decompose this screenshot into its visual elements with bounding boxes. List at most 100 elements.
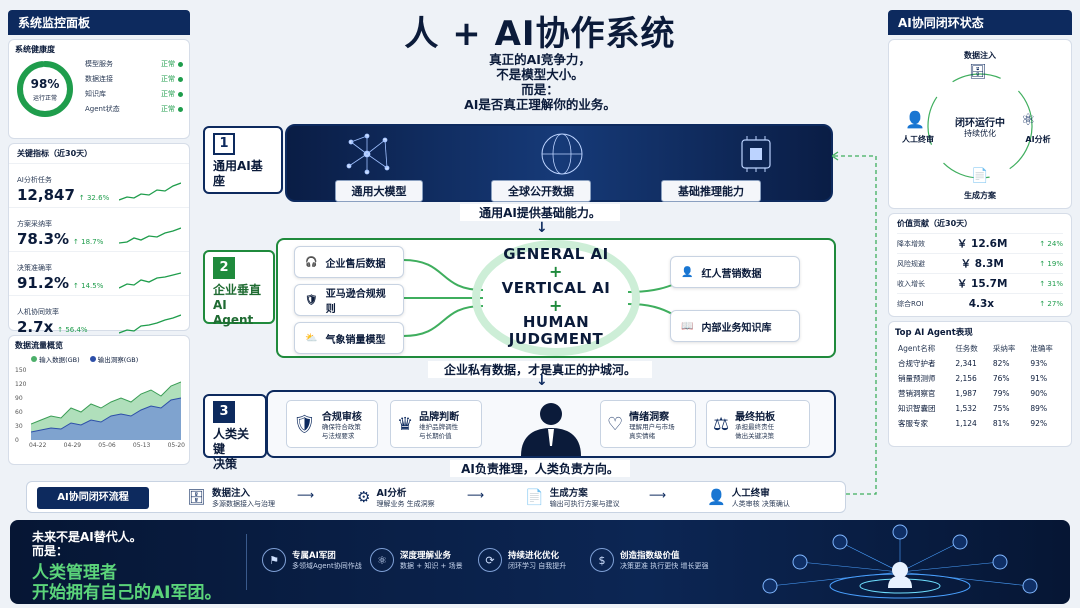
value-row: 风险规避￥ 8.3M↑ 19% — [897, 253, 1063, 273]
database-icon: 🗄 — [969, 64, 987, 80]
team-icon: ⚑ — [262, 548, 286, 572]
page-title: 人 + AI协作系统 — [404, 14, 676, 54]
health-gauge: 98% 运行正常 — [15, 59, 75, 119]
arrow-right-icon: ⟶ — [297, 488, 315, 502]
vertical-ai-panel: 🎧企业售后数据 🛡亚马逊合规规则 ⛅气象销量模型 👤红人营销数据 📖内部业务知识… — [276, 238, 836, 358]
health-card: 系统健康度 98% 运行正常 模型服务正常 数据连接正常 知识库正常 Agent… — [8, 39, 190, 139]
arrow-down-icon: ↓ — [536, 373, 548, 389]
value-icon: $ — [590, 548, 614, 572]
person-star-icon: 👤 — [681, 266, 694, 278]
footer-line: 未来不是AI替代人。 — [32, 530, 142, 544]
level-label: 决策 — [213, 457, 238, 471]
level-1-box: 1 通用AI基座 — [203, 126, 283, 194]
ai-formula: GENERAL AI + VERTICAL AI + HUMAN JUDGMEN… — [478, 246, 634, 348]
feedback-loop-line — [832, 151, 877, 495]
heart-pulse-icon: ♡ — [607, 413, 624, 435]
chip-reasoning: 基础推理能力 — [661, 180, 761, 202]
network-icon — [346, 133, 771, 175]
arrow-right-icon: ⟶ — [467, 488, 485, 502]
decision-maker-icon — [521, 403, 581, 456]
flow-step-4: 👤 人工终审人类审核 决策确认 — [707, 488, 790, 508]
health-title: 系统健康度 — [15, 45, 55, 54]
flow-step-1: 🗄 数据注入多源数据接入与治理 — [187, 488, 276, 508]
level-label: 人类关键 — [213, 427, 250, 456]
flow-step-3: 📄 生成方案输出可执行方案与建议 — [525, 488, 620, 508]
health-status: 运行正常 — [32, 95, 57, 102]
formula-plus: + — [549, 262, 563, 281]
ai-network-icon — [762, 524, 1038, 599]
loop-center-title: 闭环运行中 — [955, 118, 1005, 129]
refresh-icon: ⟳ — [478, 548, 502, 572]
card-final-decision[interactable]: ⚖ 最终拍板承担最终责任做出关键决策 — [706, 400, 810, 448]
health-items: 模型服务正常 数据连接正常 知识库正常 Agent状态正常 — [85, 59, 183, 119]
user-check-icon: 👤 — [707, 488, 726, 506]
ai-brain-icon: ⚙ — [357, 488, 371, 506]
source-weather-model[interactable]: ⛅气象销量模型 — [294, 322, 404, 354]
formula-plus: + — [549, 296, 563, 315]
sparkline-icon — [119, 314, 181, 334]
health-item: 知识库正常 — [85, 89, 183, 104]
general-ai-band: 通用大模型 全球公开数据 基础推理能力 — [285, 124, 833, 202]
source-influencer[interactable]: 👤红人营销数据 — [670, 256, 800, 288]
card-compliance[interactable]: 🛡 合规审核确保符合政策与法规要求 — [286, 400, 378, 448]
chip-public-data: 全球公开数据 — [491, 180, 591, 202]
level-number: 2 — [213, 257, 235, 279]
card-brand[interactable]: ♛ 品牌判断维护品牌调性与长期价值 — [390, 400, 482, 448]
subtitle-line: 不是模型大小。 — [496, 67, 584, 82]
shield-check-icon: 🛡 — [293, 413, 316, 435]
flow-bar: AI协同闭环流程 🗄 数据注入多源数据接入与治理 ⟶ ⚙ AI分析理解业务 生成… — [26, 481, 846, 513]
document-icon: 📄 — [971, 168, 989, 184]
loop-right: AI分析 — [1025, 135, 1051, 144]
value-title: 价值贡献（近30天） — [897, 219, 973, 228]
agent-table-title: Top AI Agent表现 — [895, 328, 973, 338]
loop-left: 人工终审 — [902, 135, 934, 144]
kpi-title: 关键指标（近30天） — [17, 149, 93, 158]
formula-judgment: JUDGMENT — [508, 330, 604, 348]
system-monitor-panel: 系统监控面板 系统健康度 98% 运行正常 模型服务正常 数据连接正常 知识库正… — [8, 10, 190, 465]
value-row: 降本增效￥ 12.6M↑ 24% — [897, 233, 1063, 253]
level-3-caption: AI负责推理，人类负责方向。 — [450, 460, 630, 477]
card-emotion[interactable]: ♡ 情绪洞察理解用户与市场真实情绪 — [600, 400, 696, 448]
human-decision-panel: 🛡 合规审核确保符合政策与法规要求 ♛ 品牌判断维护品牌调性与长期价值 ♡ 情绪… — [266, 390, 836, 458]
sparkline-icon — [119, 227, 181, 244]
book-icon: 📖 — [681, 320, 694, 332]
flow-step-2: ⚙ AI分析理解业务 生成洞察 — [357, 488, 435, 508]
headset-icon: 🎧 — [305, 256, 318, 268]
formula-human: HUMAN — [522, 313, 590, 331]
table-header: Agent名称任务数采纳率准确率 — [898, 344, 1053, 353]
value-row: 收入增长￥ 15.7M↑ 31% — [897, 273, 1063, 293]
shield-icon: 🛡 — [305, 294, 318, 306]
level-2-caption: 企业私有数据，才是真正的护城河。 — [428, 361, 652, 378]
arrow-right-icon: ⟶ — [649, 488, 667, 502]
source-after-sales[interactable]: 🎧企业售后数据 — [294, 246, 404, 278]
weather-icon: ⛅ — [305, 332, 318, 344]
loop-center-sub: 持续优化 — [964, 129, 996, 138]
level-label: AI Agent — [213, 298, 254, 327]
subtitle-line: 而是： — [521, 82, 559, 97]
level-number: 3 — [213, 401, 235, 423]
sparkline-icon — [119, 272, 181, 289]
source-knowledge-base[interactable]: 📖内部业务知识库 — [670, 310, 800, 342]
health-percent: 98% — [30, 77, 60, 91]
source-amazon-rules[interactable]: 🛡亚马逊合规规则 — [294, 284, 404, 316]
health-item: 模型服务正常 — [85, 59, 183, 74]
panel-header: AI协同闭环状态 — [888, 10, 1072, 35]
loop-top: 数据注入 — [964, 51, 996, 60]
subtitle-line: 真正的AI竞争力， — [489, 52, 591, 67]
footer-item: $ 创造指数级价值决策更准 执行更快 增长更强 — [590, 548, 708, 572]
divider — [246, 534, 247, 590]
loop-card: 数据注入 🗄 ⚛ AI分析 📄 生成方案 👤 人工终审 闭环运行中 持续优化 — [888, 39, 1072, 209]
